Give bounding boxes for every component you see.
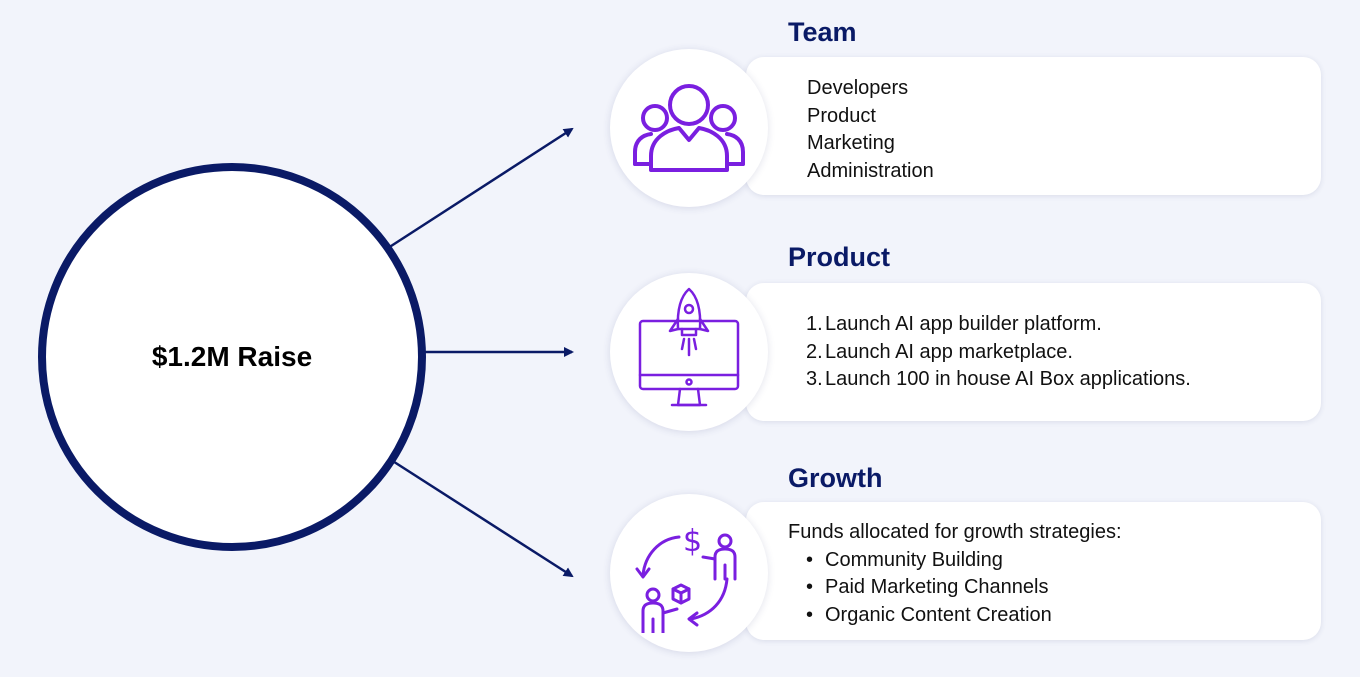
growth-exchange-icon: $ <box>635 524 737 633</box>
svg-text:$: $ <box>683 524 702 559</box>
list-item: Developers <box>807 77 909 99</box>
product-card: 1.Launch AI app builder platform. 2.Laun… <box>746 283 1321 421</box>
growth-icon-circle: $ <box>610 494 768 652</box>
raise-circle: $1.2M Raise <box>38 163 426 551</box>
raise-amount-label: $1.2M Raise <box>151 341 313 372</box>
rocket-monitor-icon <box>638 287 740 407</box>
list-item: •Community Building <box>806 548 1003 571</box>
list-item: 3.Launch 100 in house AI Box application… <box>806 368 1191 390</box>
arrow-to-growth <box>387 456 574 578</box>
list-item: •Paid Marketing Channels <box>806 576 1049 598</box>
team-icon-circle <box>610 49 768 207</box>
growth-list: •Community Building •Paid Marketing Chan… <box>788 547 1321 630</box>
team-people-icon <box>633 84 745 172</box>
growth-section-title: Growth <box>788 463 883 493</box>
product-list: 1.Launch AI app builder platform. 2.Laun… <box>806 311 1321 394</box>
list-item: 1.Launch AI app builder platform. <box>806 313 1102 335</box>
list-item: 2.Launch AI app marketplace. <box>806 340 1073 363</box>
growth-intro: Funds allocated for growth strategies: <box>788 521 1122 543</box>
team-list: Developers Product Marketing Administrat… <box>807 75 1321 185</box>
product-icon-circle <box>610 273 768 431</box>
list-item: Product <box>807 104 876 127</box>
team-section-title: Team <box>788 17 857 47</box>
list-item: •Organic Content Creation <box>806 603 1052 626</box>
list-item: Administration <box>807 159 934 182</box>
arrow-to-team <box>387 127 574 250</box>
team-card: Developers Product Marketing Administrat… <box>746 57 1321 195</box>
growth-card: Funds allocated for growth strategies: •… <box>746 502 1321 640</box>
list-item: Marketing <box>807 132 895 154</box>
product-section-title: Product <box>788 242 891 272</box>
